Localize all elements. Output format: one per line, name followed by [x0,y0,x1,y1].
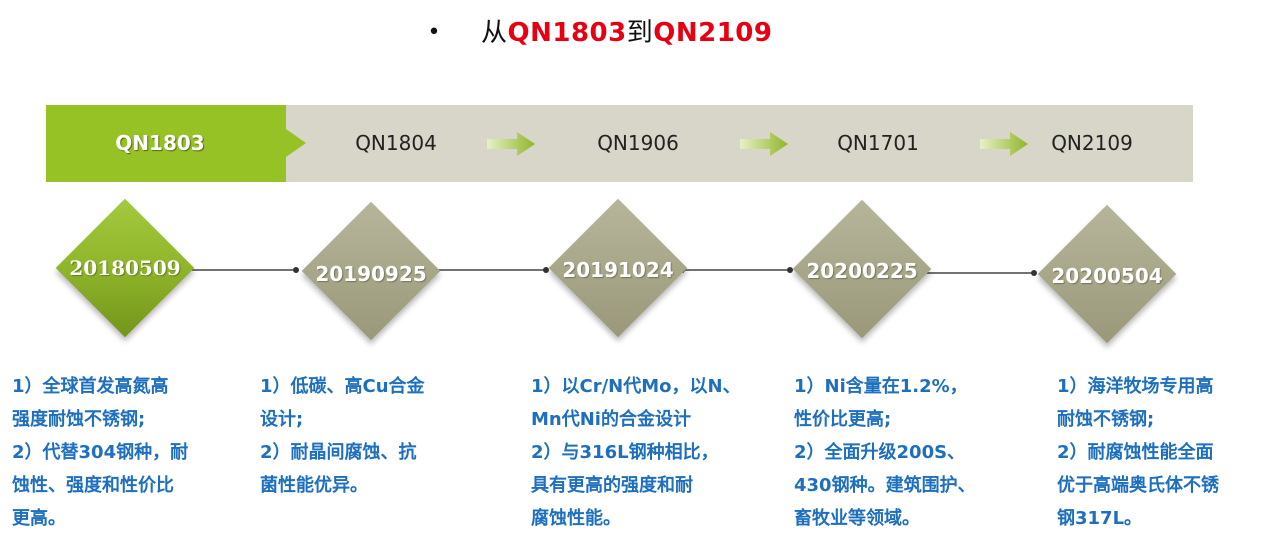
description-line: 菌性能优异。 [260,475,368,496]
stage-qn1701: QN1701 [837,131,919,155]
description-line: Mn代Ni的合金设计 [531,409,691,430]
description-line: 畜牧业等领域。 [794,508,920,529]
stage-qn2109: QN2109 [1051,131,1133,155]
description-qn1906: 1）以Cr/N代Mo，以N、 Mn代Ni的合金设计 2）与316L钢种相比， 具… [531,370,741,535]
description-line: 1）低碳、高Cu合金 [260,376,425,397]
description-line: 1）Ni含量在1.2%， [794,376,968,397]
description-line: 2）全面升级200S、 [794,442,966,463]
description-line: 1）以Cr/N代Mo，以N、 [531,376,741,397]
description-line: 钢317L。 [1057,508,1143,529]
stage-band-active [46,105,306,182]
page-title: • 从QN1803到QN2109 [0,12,1200,49]
title-middle: 到 [626,18,654,48]
stage-qn1906: QN1906 [597,131,679,155]
description-line: 430钢种。建筑围护、 [794,475,976,496]
description-line: 2）代替304钢种，耐 [12,442,189,463]
description-line: 更高。 [12,508,66,529]
title-from-code: QN1803 [507,18,627,48]
description-line: 2）耐腐蚀性能全面 [1057,442,1214,463]
milestone-date: 20200225 [806,259,918,283]
description-line: 优于高端奥氏体不锈 [1057,475,1219,496]
arrow-right-icon [740,132,788,156]
description-line: 设计; [260,409,304,430]
title-to-code: QN2109 [653,18,773,48]
description-line: 性价比更高; [794,409,892,430]
stage-qn1804: QN1804 [355,131,437,155]
stage-qn1803: QN1803 [115,131,205,155]
description-line: 2）与316L钢种相比， [531,442,719,463]
description-qn2109: 1）海洋牧场专用高 耐蚀不锈钢; 2）耐腐蚀性能全面 优于高端奥氏体不锈 钢31… [1057,370,1219,535]
arrow-right-icon [487,132,535,156]
description-qn1803: 1）全球首发高氮高 强度耐蚀不锈钢; 2）代替304钢种，耐 蚀性、强度和性价比… [12,370,188,535]
description-line: 腐蚀性能。 [531,508,621,529]
title-prefix: 从 [480,18,508,48]
milestone-date: 20180509 [69,256,181,280]
milestone-date: 20190925 [315,262,427,286]
description-qn1701: 1）Ni含量在1.2%， 性价比更高; 2）全面升级200S、 430钢种。建筑… [794,370,976,535]
description-line: 2）耐晶间腐蚀、抗 [260,442,417,463]
description-line: 蚀性、强度和性价比 [12,475,174,496]
description-line: 1）海洋牧场专用高 [1057,376,1214,397]
description-qn1804: 1）低碳、高Cu合金 设计; 2）耐晶间腐蚀、抗 菌性能优异。 [260,370,425,502]
description-line: 强度耐蚀不锈钢; [12,409,146,430]
description-line: 1）全球首发高氮高 [12,376,169,397]
milestone-date: 20191024 [562,258,674,282]
description-line: 具有更高的强度和耐 [531,475,693,496]
arrow-right-icon [980,132,1028,156]
title-bullet: • [427,20,441,45]
description-line: 耐蚀不锈钢; [1057,409,1155,430]
milestone-date: 20200504 [1051,264,1163,288]
